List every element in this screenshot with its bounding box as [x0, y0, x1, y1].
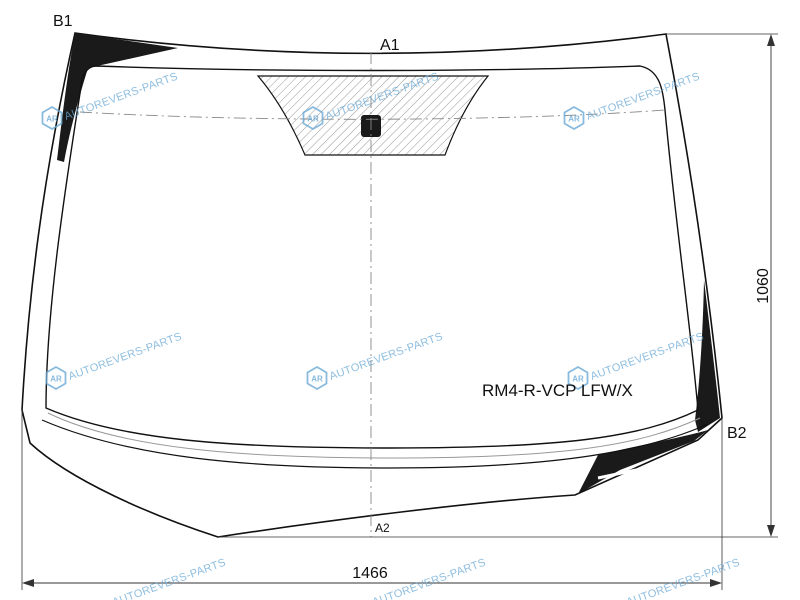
windshield-outer-outline	[21, 32, 723, 538]
dimension-width-value: 1466	[352, 565, 388, 582]
label-a2: A2	[375, 521, 390, 535]
label-a1: A1	[380, 37, 400, 54]
watermark-7: AUTOREVERS-PARTS	[111, 557, 228, 600]
horizontal-center-line	[79, 109, 666, 120]
windshield-inner-outline	[45, 65, 699, 449]
sensor-strip	[597, 468, 637, 480]
dark-band-bottom-right	[578, 430, 708, 494]
watermark-9: AUTOREVERS-PARTS	[625, 557, 742, 600]
watermark-8: AUTOREVERS-PARTS	[371, 557, 488, 600]
dimension-width	[21, 410, 723, 590]
dark-band-right	[695, 280, 720, 432]
dimension-height-value: 1060	[755, 268, 772, 304]
dark-band-top-left	[57, 33, 178, 162]
inner-bottom-edge	[47, 412, 701, 459]
svg-text:AUTOREVERS-PARTS: AUTOREVERS-PARTS	[371, 557, 488, 600]
svg-text:AUTOREVERS-PARTS: AUTOREVERS-PARTS	[625, 557, 742, 600]
label-b1: B1	[53, 13, 73, 30]
label-b2: B2	[727, 425, 747, 442]
dimension-height	[218, 33, 778, 538]
part-code: RM4-R-VCP LFW/X	[482, 381, 633, 400]
lower-edge-line	[41, 419, 709, 469]
svg-text:AUTOREVERS-PARTS: AUTOREVERS-PARTS	[111, 557, 228, 600]
